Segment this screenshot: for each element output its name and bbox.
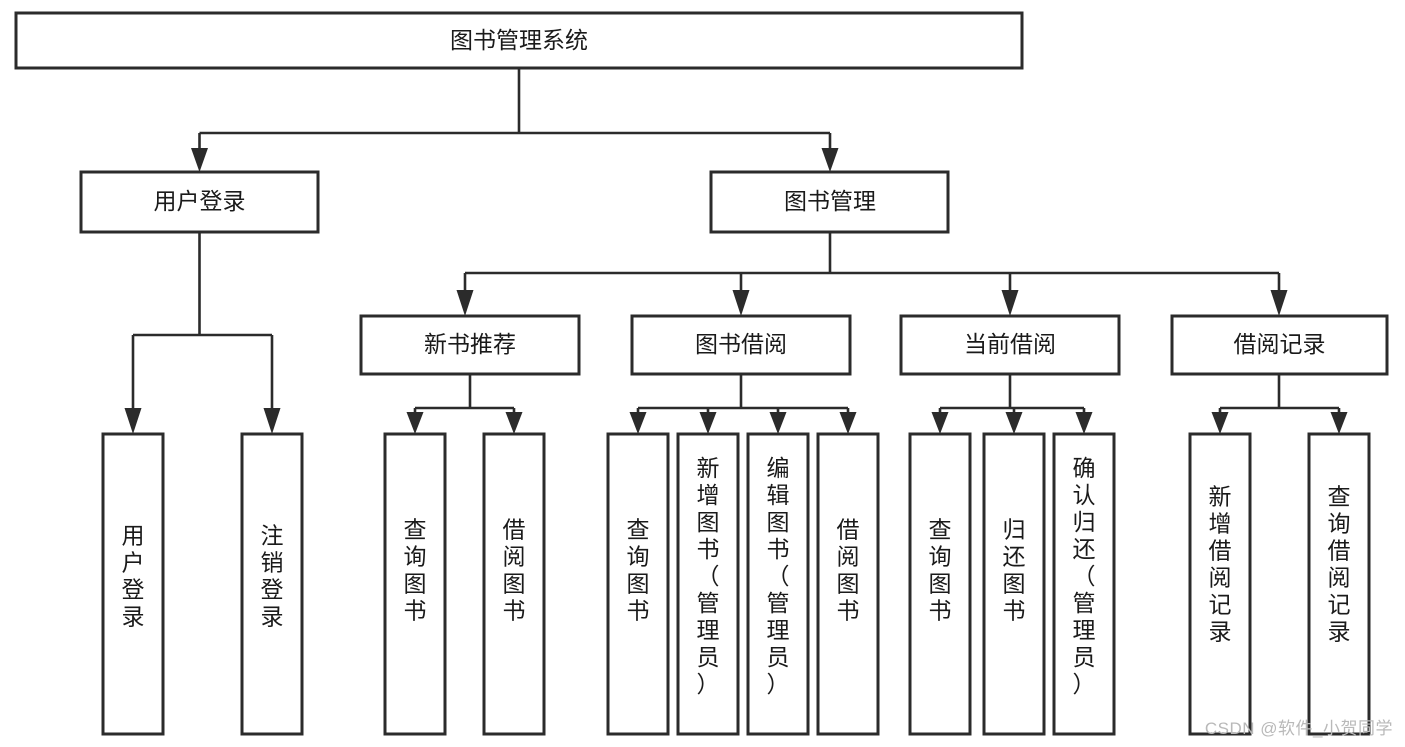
leaf-confirm-return-admin-label: 确认归还（管理员） <box>1073 455 1096 697</box>
leaf-add-book-admin-box[interactable] <box>676 432 740 736</box>
arrow-new-book-recommend <box>456 290 474 316</box>
node-leaf-return-book[interactable]: 归还图书 <box>982 432 1046 736</box>
arrow-borrow-record <box>1270 290 1288 316</box>
arrow-leaf-add-book-admin <box>699 412 717 434</box>
node-leaf-borrow-book[interactable]: 借阅图书 <box>816 432 880 736</box>
node-leaf-user-login[interactable]: 用户登录 <box>101 432 165 736</box>
leaf-edit-book-admin-label: 编辑图书（管理员） <box>767 455 790 697</box>
arrow-leaf-user-login <box>124 408 142 434</box>
leaf-query-book-rec-label: 查询图书 <box>404 517 427 624</box>
node-leaf-query-borrow-record[interactable]: 查询借阅记录 <box>1307 432 1371 736</box>
leaf-query-book-rec-box[interactable] <box>383 432 447 736</box>
leaf-add-borrow-record-label: 新增借阅记录 <box>1209 484 1232 645</box>
leaf-confirm-return-admin-box[interactable] <box>1052 432 1116 736</box>
root-label: 图书管理系统 <box>450 27 588 53</box>
node-leaf-add-borrow-record[interactable]: 新增借阅记录 <box>1188 432 1252 736</box>
node-borrow-record[interactable]: 借阅记录 <box>1170 314 1389 376</box>
arrow-leaf-add-borrow-record <box>1211 412 1229 434</box>
arrow-leaf-return-book <box>1005 412 1023 434</box>
arrow-leaf-user-logout <box>263 408 281 434</box>
node-current-borrow[interactable]: 当前借阅 <box>899 314 1121 376</box>
leaf-add-borrow-record-box[interactable] <box>1188 432 1252 736</box>
arrow-leaf-edit-book-admin <box>769 412 787 434</box>
leaf-add-book-admin-label: 新增图书（管理员） <box>697 455 720 697</box>
node-leaf-add-book-admin[interactable]: 新增图书（管理员） <box>676 432 740 736</box>
arrow-leaf-borrow-book <box>839 412 857 434</box>
node-leaf-query-book-current[interactable]: 查询图书 <box>908 432 972 736</box>
leaf-borrow-book-box[interactable] <box>816 432 880 736</box>
arrow-current-borrow <box>1001 290 1019 316</box>
node-leaf-query-book-borrow[interactable]: 查询图书 <box>606 432 670 736</box>
user-login-box[interactable] <box>79 170 320 234</box>
new-book-recommend-box[interactable] <box>359 314 581 376</box>
arrow-leaf-query-book-rec <box>406 412 424 434</box>
node-leaf-query-book-rec[interactable]: 查询图书 <box>383 432 447 736</box>
new-book-recommend-label: 新书推荐 <box>424 331 516 357</box>
borrow-record-box[interactable] <box>1170 314 1389 376</box>
user-login-label: 用户登录 <box>154 188 246 214</box>
leaf-user-login-label: 用户登录 <box>122 523 145 630</box>
leaf-query-borrow-record-label: 查询借阅记录 <box>1328 484 1351 645</box>
book-borrow-box[interactable] <box>630 314 852 376</box>
leaf-return-book-box[interactable] <box>982 432 1046 736</box>
arrow-leaf-confirm-return-admin <box>1075 412 1093 434</box>
book-borrow-label: 图书借阅 <box>695 331 787 357</box>
node-book-borrow[interactable]: 图书借阅 <box>630 314 852 376</box>
arrow-leaf-query-book-borrow <box>629 412 647 434</box>
arrow-leaf-borrow-book-rec <box>505 412 523 434</box>
node-user-login[interactable]: 用户登录 <box>79 170 320 234</box>
arrow-leaf-query-book-current <box>931 412 949 434</box>
leaf-user-login-box[interactable] <box>101 432 165 736</box>
book-management-box[interactable] <box>709 170 950 234</box>
arrow-book-borrow <box>732 290 750 316</box>
arrow-leaf-query-borrow-record <box>1330 412 1348 434</box>
borrow-record-label: 借阅记录 <box>1234 331 1326 357</box>
node-new-book-recommend[interactable]: 新书推荐 <box>359 314 581 376</box>
leaf-query-book-current-box[interactable] <box>908 432 972 736</box>
node-leaf-user-logout[interactable]: 注销登录 <box>240 432 304 736</box>
node-leaf-borrow-book-rec[interactable]: 借阅图书 <box>482 432 546 736</box>
node-leaf-confirm-return-admin[interactable]: 确认归还（管理员） <box>1052 432 1116 736</box>
leaf-query-borrow-record-box[interactable] <box>1307 432 1371 736</box>
leaf-return-book-label: 归还图书 <box>1003 517 1026 624</box>
arrow-user-login <box>191 148 208 172</box>
leaf-query-book-borrow-label: 查询图书 <box>627 517 650 624</box>
node-book-management[interactable]: 图书管理 <box>709 170 950 234</box>
connector-layer <box>124 68 1348 434</box>
leaf-user-logout-box[interactable] <box>240 432 304 736</box>
leaf-borrow-book-label: 借阅图书 <box>837 517 860 624</box>
node-leaf-edit-book-admin[interactable]: 编辑图书（管理员） <box>746 432 810 736</box>
leaf-user-logout-label: 注销登录 <box>261 523 284 630</box>
root-box[interactable] <box>14 11 1024 70</box>
book-management-label: 图书管理 <box>784 188 876 214</box>
leaf-borrow-book-rec-label: 借阅图书 <box>503 517 526 624</box>
leaf-borrow-book-rec-box[interactable] <box>482 432 546 736</box>
current-borrow-box[interactable] <box>899 314 1121 376</box>
leaf-edit-book-admin-box[interactable] <box>746 432 810 736</box>
leaf-query-book-borrow-box[interactable] <box>606 432 670 736</box>
leaf-query-book-current-label: 查询图书 <box>929 517 952 624</box>
arrow-book-management <box>821 148 839 172</box>
current-borrow-label: 当前借阅 <box>964 331 1056 357</box>
node-root[interactable]: 图书管理系统 <box>14 11 1024 70</box>
